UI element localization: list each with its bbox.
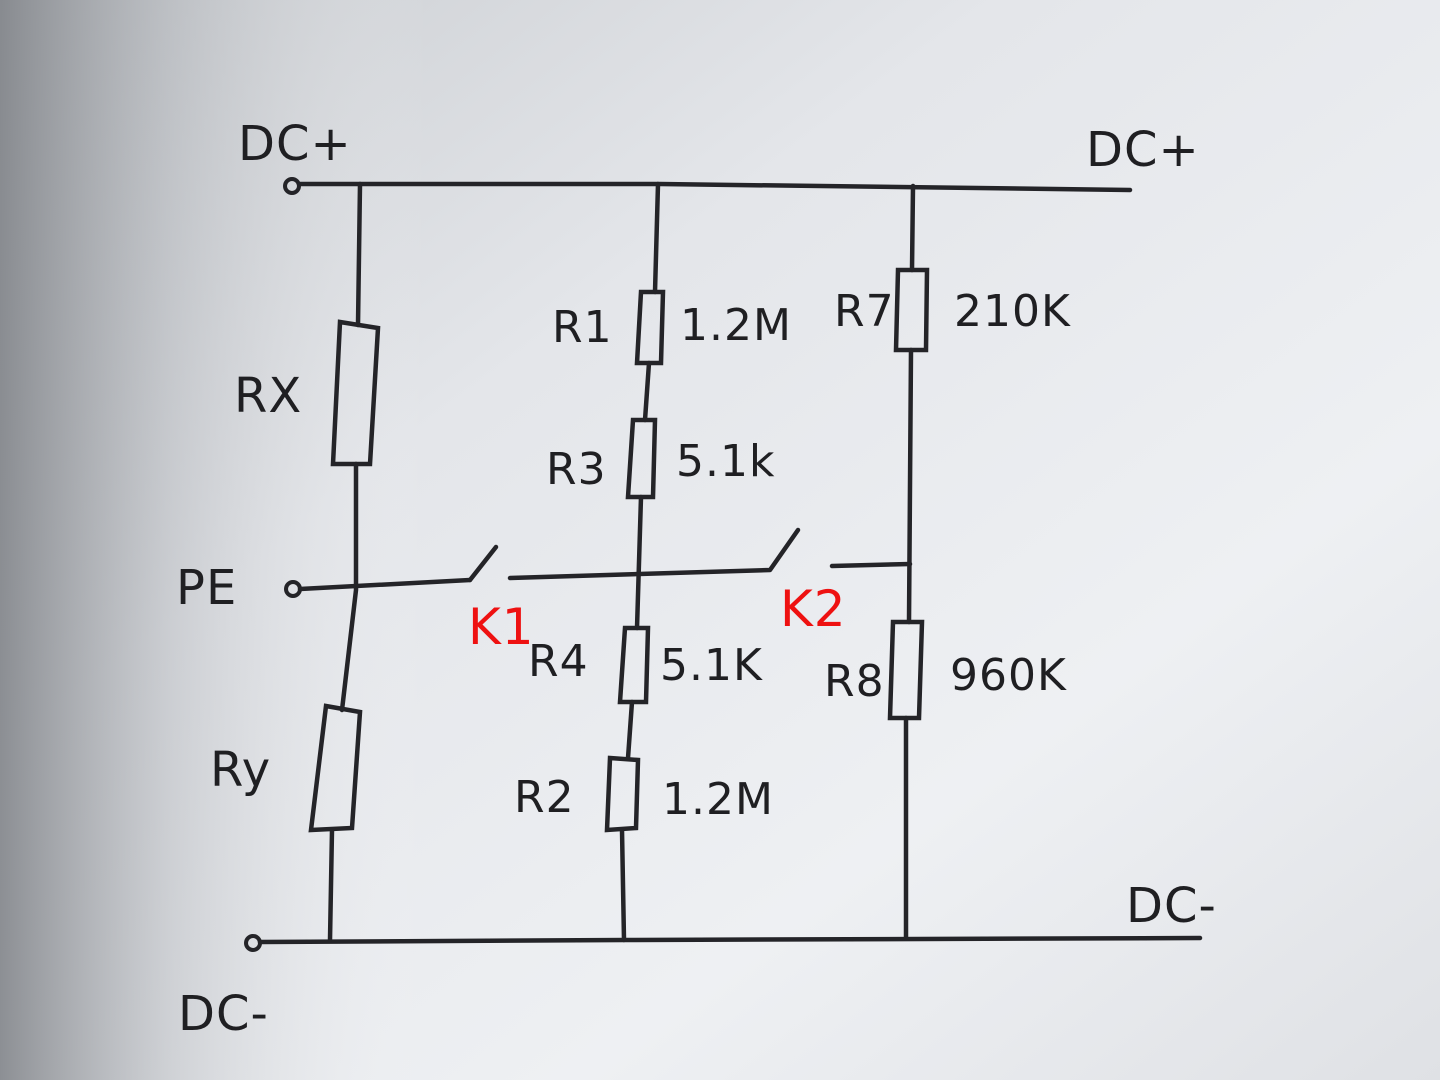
value-r4: 5.1K <box>660 640 763 691</box>
label-r8: R8 <box>824 656 885 707</box>
label-r3: R3 <box>546 444 607 495</box>
value-r3: 5.1k <box>676 436 775 487</box>
left-branch <box>284 181 473 943</box>
resistor-r8 <box>887 619 925 721</box>
label-k1: K1 <box>468 598 535 656</box>
middle-branch <box>604 181 666 943</box>
label-dc-plus-right: DC+ <box>1086 122 1200 178</box>
switch-k2 <box>507 527 913 581</box>
label-r2: R2 <box>514 772 575 823</box>
label-r7: R7 <box>834 286 895 337</box>
resistor-rx <box>330 319 381 467</box>
switch-k1 <box>467 544 499 583</box>
label-pe: PE <box>176 560 237 616</box>
resistor-ry <box>308 703 363 833</box>
label-rx: RX <box>234 368 302 424</box>
value-r2: 1.2M <box>662 774 774 825</box>
label-ry: Ry <box>210 742 271 798</box>
label-dc-minus-right: DC- <box>1126 878 1217 934</box>
resistor-r3 <box>625 417 658 500</box>
label-r1: R1 <box>552 302 613 353</box>
resistor-r2 <box>604 755 641 833</box>
value-r8: 960K <box>950 650 1067 701</box>
label-k2: K2 <box>780 580 847 638</box>
label-r4: R4 <box>528 636 589 687</box>
resistor-r1 <box>634 289 666 366</box>
label-dc-minus-left: DC- <box>178 986 269 1042</box>
value-r7: 210K <box>954 286 1071 337</box>
resistor-r4 <box>617 625 651 705</box>
value-r1: 1.2M <box>680 300 792 351</box>
label-dc-plus-left: DC+ <box>238 116 352 172</box>
resistor-r7 <box>893 267 930 353</box>
right-branch <box>887 183 930 941</box>
